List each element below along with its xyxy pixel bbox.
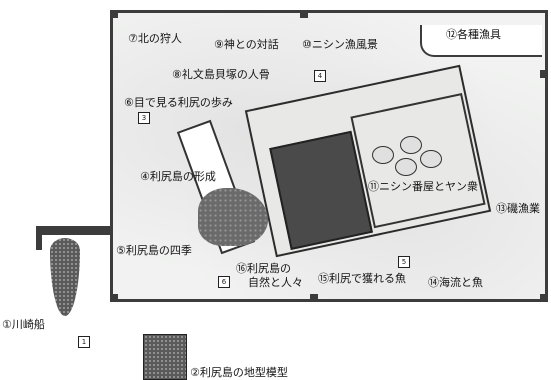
- section-marker: 5: [398, 256, 410, 268]
- exhibit-label: ④利尻島の形成: [140, 170, 216, 183]
- exhibit-label: ⑯利尻島の: [236, 262, 291, 275]
- exhibit-label: ⑭海流と魚: [428, 276, 483, 289]
- figure-model: [372, 146, 394, 164]
- pillar: [110, 10, 118, 18]
- terrain-model: [143, 334, 187, 380]
- exhibit-label: ①川崎船: [2, 318, 45, 331]
- exhibit-label: ⑮利尻で獲れる魚: [318, 272, 406, 285]
- exhibit-label: ⑩ニシン漁風景: [302, 38, 378, 51]
- pillar: [310, 294, 318, 302]
- section-marker: 1: [78, 336, 90, 348]
- kawasaki-boat: [50, 238, 80, 316]
- figure-model: [400, 136, 422, 154]
- exhibit-label: 自然と人々: [248, 276, 303, 289]
- figure-model: [420, 150, 442, 168]
- section-marker: 3: [138, 112, 150, 124]
- pillar: [540, 294, 548, 302]
- section-marker: 4: [314, 70, 326, 82]
- rock-formation-model: [198, 188, 268, 246]
- section-marker: 6: [218, 276, 230, 288]
- entrance-wall: [36, 226, 112, 235]
- pillar: [540, 70, 548, 78]
- exhibit-label: ⑦北の狩人: [128, 32, 182, 45]
- hall-notch: [420, 25, 542, 57]
- exhibit-label: ⑫各種漁具: [446, 28, 501, 41]
- exhibit-label: ⑬磯漁業: [496, 202, 540, 215]
- exhibit-label: ⑧礼文島貝塚の人骨: [172, 68, 270, 81]
- pillar: [300, 10, 308, 18]
- figure-model: [395, 158, 417, 176]
- exhibit-label: ⑪ニシン番屋とヤン衆: [368, 180, 478, 193]
- display-inner: [350, 92, 486, 229]
- exhibit-label: ⑨神との対話: [214, 38, 279, 51]
- entrance-wall: [36, 226, 42, 250]
- exhibit-label: ⑤利尻島の四季: [116, 244, 192, 257]
- pillar: [110, 294, 118, 302]
- exhibit-label: ⑥目で見る利尻の歩み: [124, 96, 233, 109]
- exhibit-label: ②利尻島の地型模型: [190, 366, 288, 379]
